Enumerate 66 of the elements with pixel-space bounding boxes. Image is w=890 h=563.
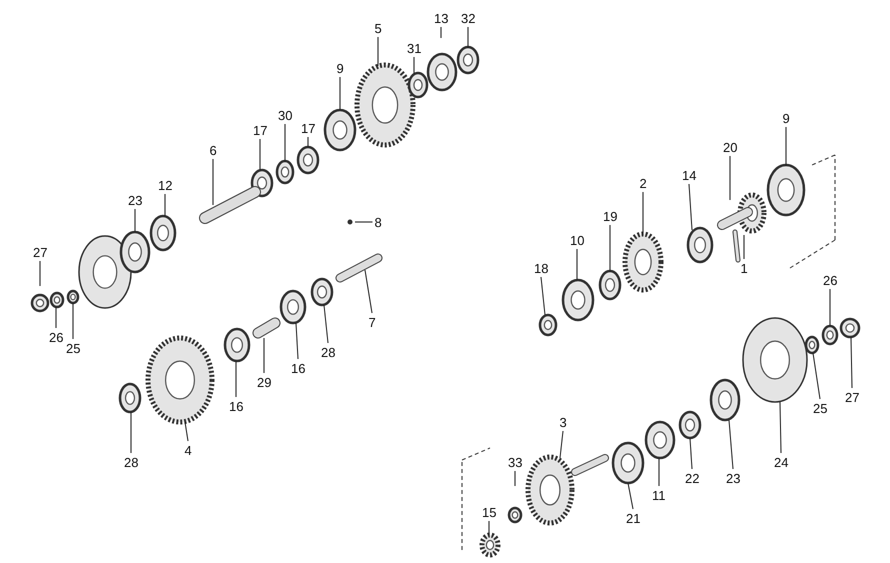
leader-line [164,194,166,216]
leader-line [284,124,286,162]
callout-number: 25 [813,401,828,416]
callout-number: 14 [682,168,696,183]
callout-number: 22 [685,471,700,486]
leader-line [576,248,578,280]
callout-number: 4 [184,443,192,458]
callout-number: 15 [482,505,496,520]
leader-line [850,336,852,388]
leader-line [184,422,188,442]
callout-number: 6 [210,143,217,158]
callout-number: 28 [321,345,336,360]
leader-line [780,402,782,454]
leader-line [658,458,660,486]
leader-line [130,412,132,454]
leader-line [514,470,516,486]
leader-line [212,158,214,206]
callout-number: 31 [407,41,422,56]
callout-number: 27 [845,390,860,405]
callout-number: 17 [253,123,268,138]
callout-number: 9 [336,61,344,76]
callout-number: 1 [740,261,748,276]
leader-line [440,26,442,38]
callout-number: 12 [158,178,172,193]
leader-line [728,420,734,470]
leader-line [642,192,644,236]
callout-number: 10 [570,233,584,248]
callout-number: 21 [626,511,640,526]
callout-number: 26 [823,273,838,288]
callout-number: 33 [508,455,522,470]
callout-number: 5 [374,21,382,36]
leader-line [688,184,692,230]
callout-number: 32 [461,11,476,26]
callout-number: 20 [723,140,738,155]
leader-line [488,520,490,536]
callout-number: 30 [278,108,292,123]
leader-line [364,270,372,314]
callout-number: 3 [560,415,567,430]
leader-line [134,208,136,232]
callout-number: 28 [124,455,138,470]
callout-number: 23 [726,471,740,486]
callout-number: 26 [49,330,64,345]
leader-line [540,276,546,316]
callout-number: 7 [368,315,376,330]
leader-line [72,302,74,340]
callout-number: 13 [434,11,448,26]
callout-number: 18 [534,261,548,276]
callout-number: 17 [301,121,316,136]
leader-line [296,322,298,360]
callout-number: 27 [33,245,48,260]
callout-number: 25 [66,341,80,356]
callout-number: 16 [291,361,306,376]
leader-line [628,482,634,510]
leader-line [324,304,328,344]
callout-number: 24 [774,455,788,470]
callout-number: 23 [128,193,142,208]
callout-number: 2 [640,176,647,191]
callout-number: 19 [603,209,618,224]
leader-line [560,430,564,458]
leader-line [690,438,692,470]
callout-number: 16 [229,399,244,414]
callout-number: 29 [257,375,272,390]
leader-line [812,352,820,400]
callout-number: 9 [782,111,790,126]
callout-number: 8 [374,215,382,230]
callout-number: 11 [652,488,666,503]
